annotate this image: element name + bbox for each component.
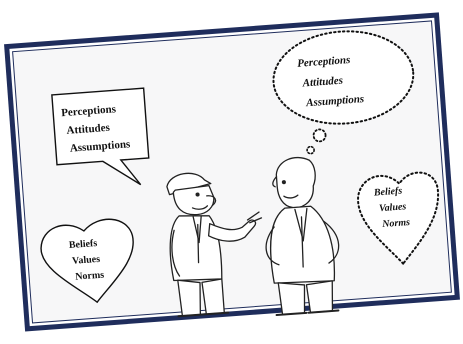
right-thought-bubble: Perceptions Attitudes Assumptions [272, 30, 415, 155]
heart-shape [40, 218, 134, 304]
right-bubble-line-2: Attitudes [301, 75, 343, 90]
right-bubble-line-1: Perceptions [297, 54, 351, 70]
left-speech-bubble: Perceptions Attitudes Assumptions [51, 87, 150, 186]
right-man-figure [265, 156, 340, 317]
left-man-figure [166, 172, 263, 318]
left-heart: Beliefs Values Norms [40, 218, 134, 304]
heart-shape [357, 171, 439, 266]
framed-card: Perceptions Attitudes Assumptions Percep… [4, 12, 460, 332]
left-heart-line-3: Norms [75, 270, 105, 283]
right-heart-line-3: Norms [381, 217, 411, 230]
left-bubble-line-2: Attitudes [66, 122, 111, 137]
right-heart-line-2: Values [379, 201, 407, 214]
left-heart-line-2: Values [72, 254, 101, 267]
left-bubble-line-3: Assumptions [69, 138, 131, 154]
right-heart-line-1: Beliefs [373, 186, 403, 199]
right-bubble-line-3: Assumptions [305, 93, 365, 109]
left-bubble-line-1: Perceptions [61, 103, 117, 119]
right-heart: Beliefs Values Norms [357, 171, 439, 266]
left-heart-line-1: Beliefs [69, 238, 98, 251]
